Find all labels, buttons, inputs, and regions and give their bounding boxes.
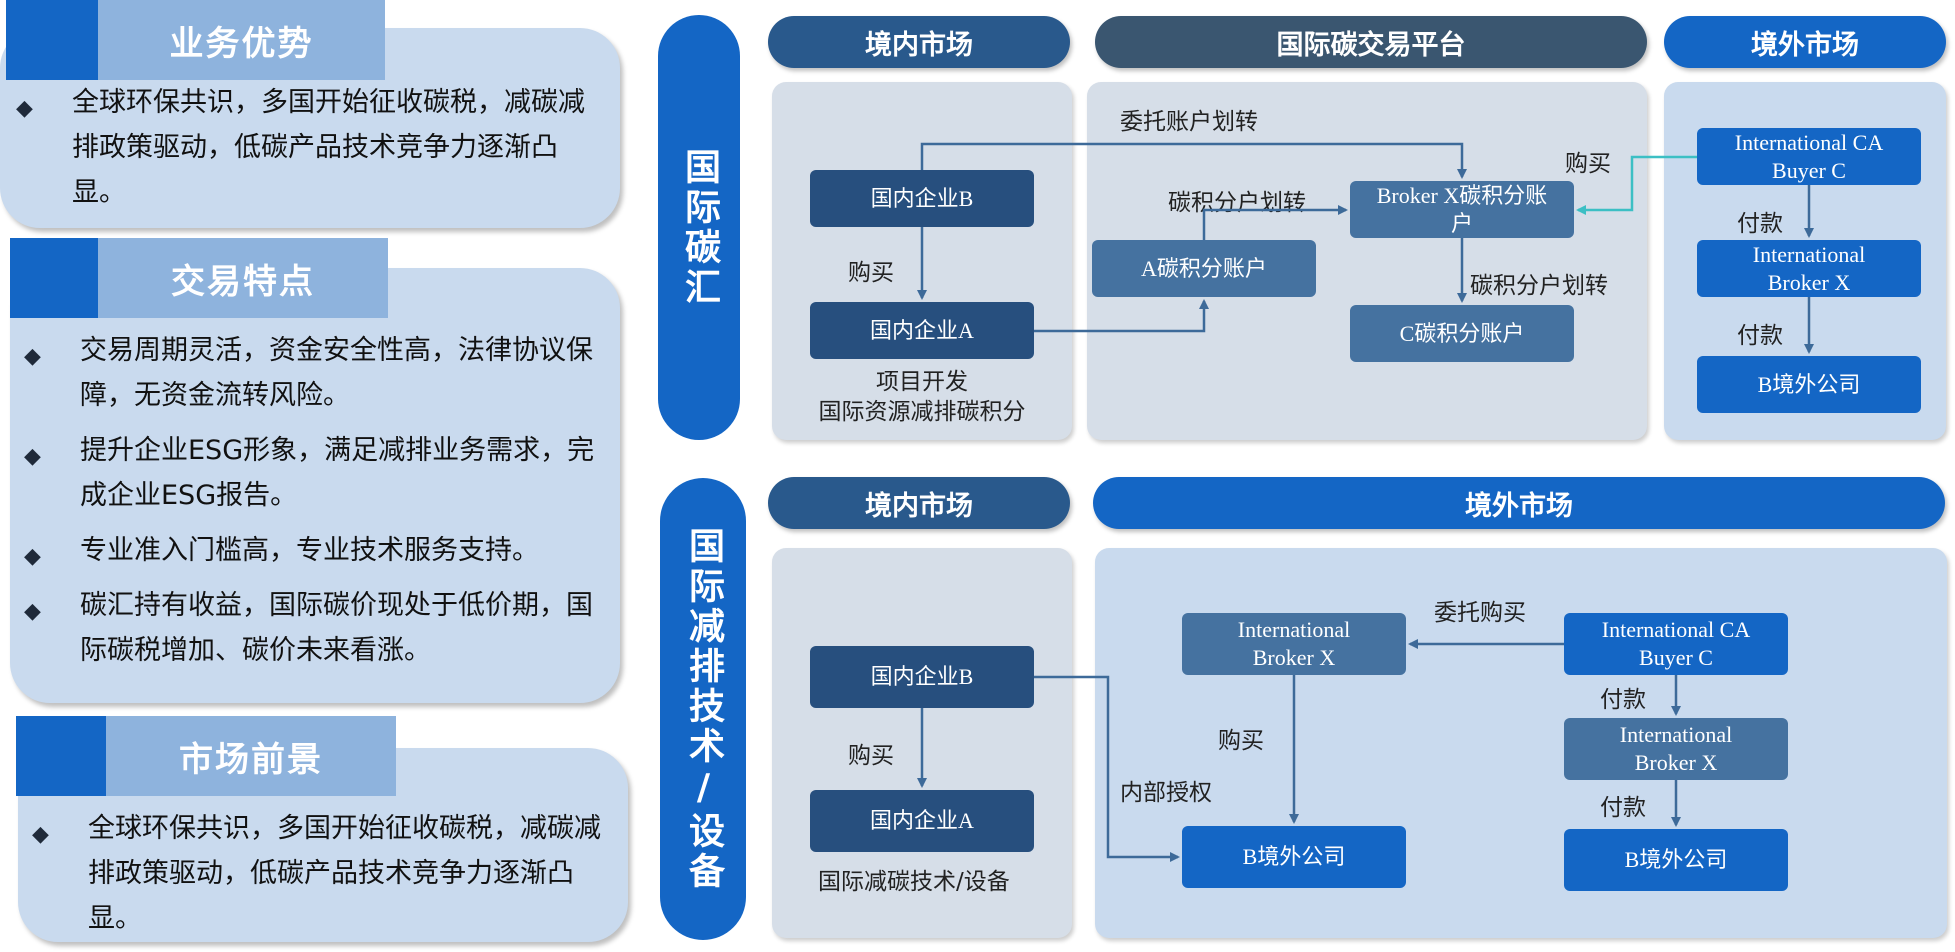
box-a-account: A碳积分账户 [1092, 240, 1316, 297]
outlook-bullets: ◆全球环保共识，多国开始征收碳税，减碳减排政策驱动，低碳产品技术竞争力逐渐凸显。 [22, 806, 602, 941]
features-title: 交易特点 [98, 238, 388, 318]
list-item: ◆碳汇持有收益，国际碳价现处于低价期，国际碳税增加、碳价未来看涨。 [24, 590, 593, 666]
box-broker-account: Broker X碳积分账户 [1350, 181, 1574, 238]
arrow-account-to-broker [1202, 205, 1348, 240]
outlook-header-accent [16, 716, 106, 796]
advantage-header-accent [6, 0, 98, 80]
header-domestic-market-bottom: 境内市场 [768, 477, 1070, 529]
advantage-bullets: ◆全球环保共识，多国开始征收碳税，减碳减排政策驱动，低碳产品技术竞争力逐渐凸显。 [6, 80, 586, 215]
box-c-account: C碳积分账户 [1350, 305, 1574, 362]
label-transfer-1: 碳积分户划转 [1168, 190, 1306, 216]
arrow-buyer-to-broker-account [1576, 155, 1697, 215]
box-company-a-bottom: 国内企业A [810, 790, 1034, 852]
label-buy-mid: 购买 [1218, 728, 1264, 754]
label-buy-overseas: 购买 [1565, 151, 1611, 177]
features-header-accent [10, 238, 98, 318]
label-pay-2-bottom: 付款 [1600, 795, 1646, 821]
diamond-icon: ◆ [16, 96, 33, 121]
advantage-title: 业务优势 [98, 0, 385, 80]
box-overseas-b-top: B境外公司 [1697, 356, 1921, 413]
label-internal-auth: 内部授权 [1120, 780, 1212, 806]
label-equipment: 国际减碳技术/设备 [818, 869, 1010, 895]
carbon-sink-label: 国际碳汇 [658, 15, 740, 440]
box-company-a-top: 国内企业A [810, 302, 1034, 359]
label-entrust-buy: 委托购买 [1434, 600, 1526, 626]
list-item: ◆全球环保共识，多国开始征收碳税，减碳减排政策驱动，低碳产品技术竞争力逐渐凸显。 [32, 813, 601, 934]
diamond-icon: ◆ [24, 344, 41, 369]
header-overseas-market: 境外市场 [1664, 16, 1946, 68]
box-company-b-bottom: 国内企业B [810, 646, 1034, 708]
list-item: ◆专业准入门槛高，专业技术服务支持。 [14, 528, 599, 573]
box-overseas-b-bottom-left: B境外公司 [1182, 826, 1406, 888]
label-buy-bottom: 购买 [848, 743, 894, 769]
features-bullets: ◆交易周期灵活，资金安全性高，法律协议保障，无资金流转风险。 ◆提升企业ESG形… [14, 328, 599, 683]
box-overseas-b-bottom-right: B境外公司 [1564, 829, 1788, 891]
label-buy-top: 购买 [848, 260, 894, 286]
label-pay-1-top: 付款 [1737, 211, 1783, 237]
diamond-icon: ◆ [24, 599, 41, 624]
label-pay-2-top: 付款 [1737, 323, 1783, 349]
header-carbon-platform: 国际碳交易平台 [1095, 16, 1647, 68]
label-transfer-2: 碳积分户划转 [1470, 273, 1608, 299]
box-buyer-c-top: International CA Buyer C [1697, 128, 1921, 185]
box-broker-x-top: International Broker X [1697, 240, 1921, 297]
box-buyer-c-bottom: International CA Buyer C [1564, 613, 1788, 675]
tech-label: 国际减排技术/设备 [660, 478, 746, 940]
arrow-entrust-transfer [920, 142, 1467, 179]
label-entrust-transfer: 委托账户划转 [1120, 109, 1258, 135]
list-item: ◆提升企业ESG形象，满足减排业务需求，完成企业ESG报告。 [24, 435, 595, 511]
diamond-icon: ◆ [32, 822, 49, 847]
box-broker-x-bottom-right: International Broker X [1564, 718, 1788, 780]
list-item: ◆交易周期灵活，资金安全性高，法律协议保障，无资金流转风险。 [24, 335, 593, 411]
header-domestic-market: 境内市场 [768, 16, 1070, 68]
diamond-icon: ◆ [24, 544, 41, 569]
outlook-title: 市场前景 [106, 716, 396, 796]
header-overseas-market-bottom: 境外市场 [1093, 477, 1945, 529]
list-item: ◆全球环保共识，多国开始征收碳税，减碳减排政策驱动，低碳产品技术竞争力逐渐凸显。 [16, 87, 585, 208]
box-broker-x-bottom-left: International Broker X [1182, 613, 1406, 675]
features-panel [10, 268, 620, 703]
arrow-internal-auth [1034, 675, 1180, 862]
label-pay-1-bottom: 付款 [1600, 687, 1646, 713]
arrow-a-to-account [1034, 299, 1209, 333]
box-company-b-top: 国内企业B [810, 170, 1034, 227]
diamond-icon: ◆ [24, 444, 41, 469]
label-project-dev: 项目开发 国际资源减排碳积分 [818, 369, 1026, 425]
